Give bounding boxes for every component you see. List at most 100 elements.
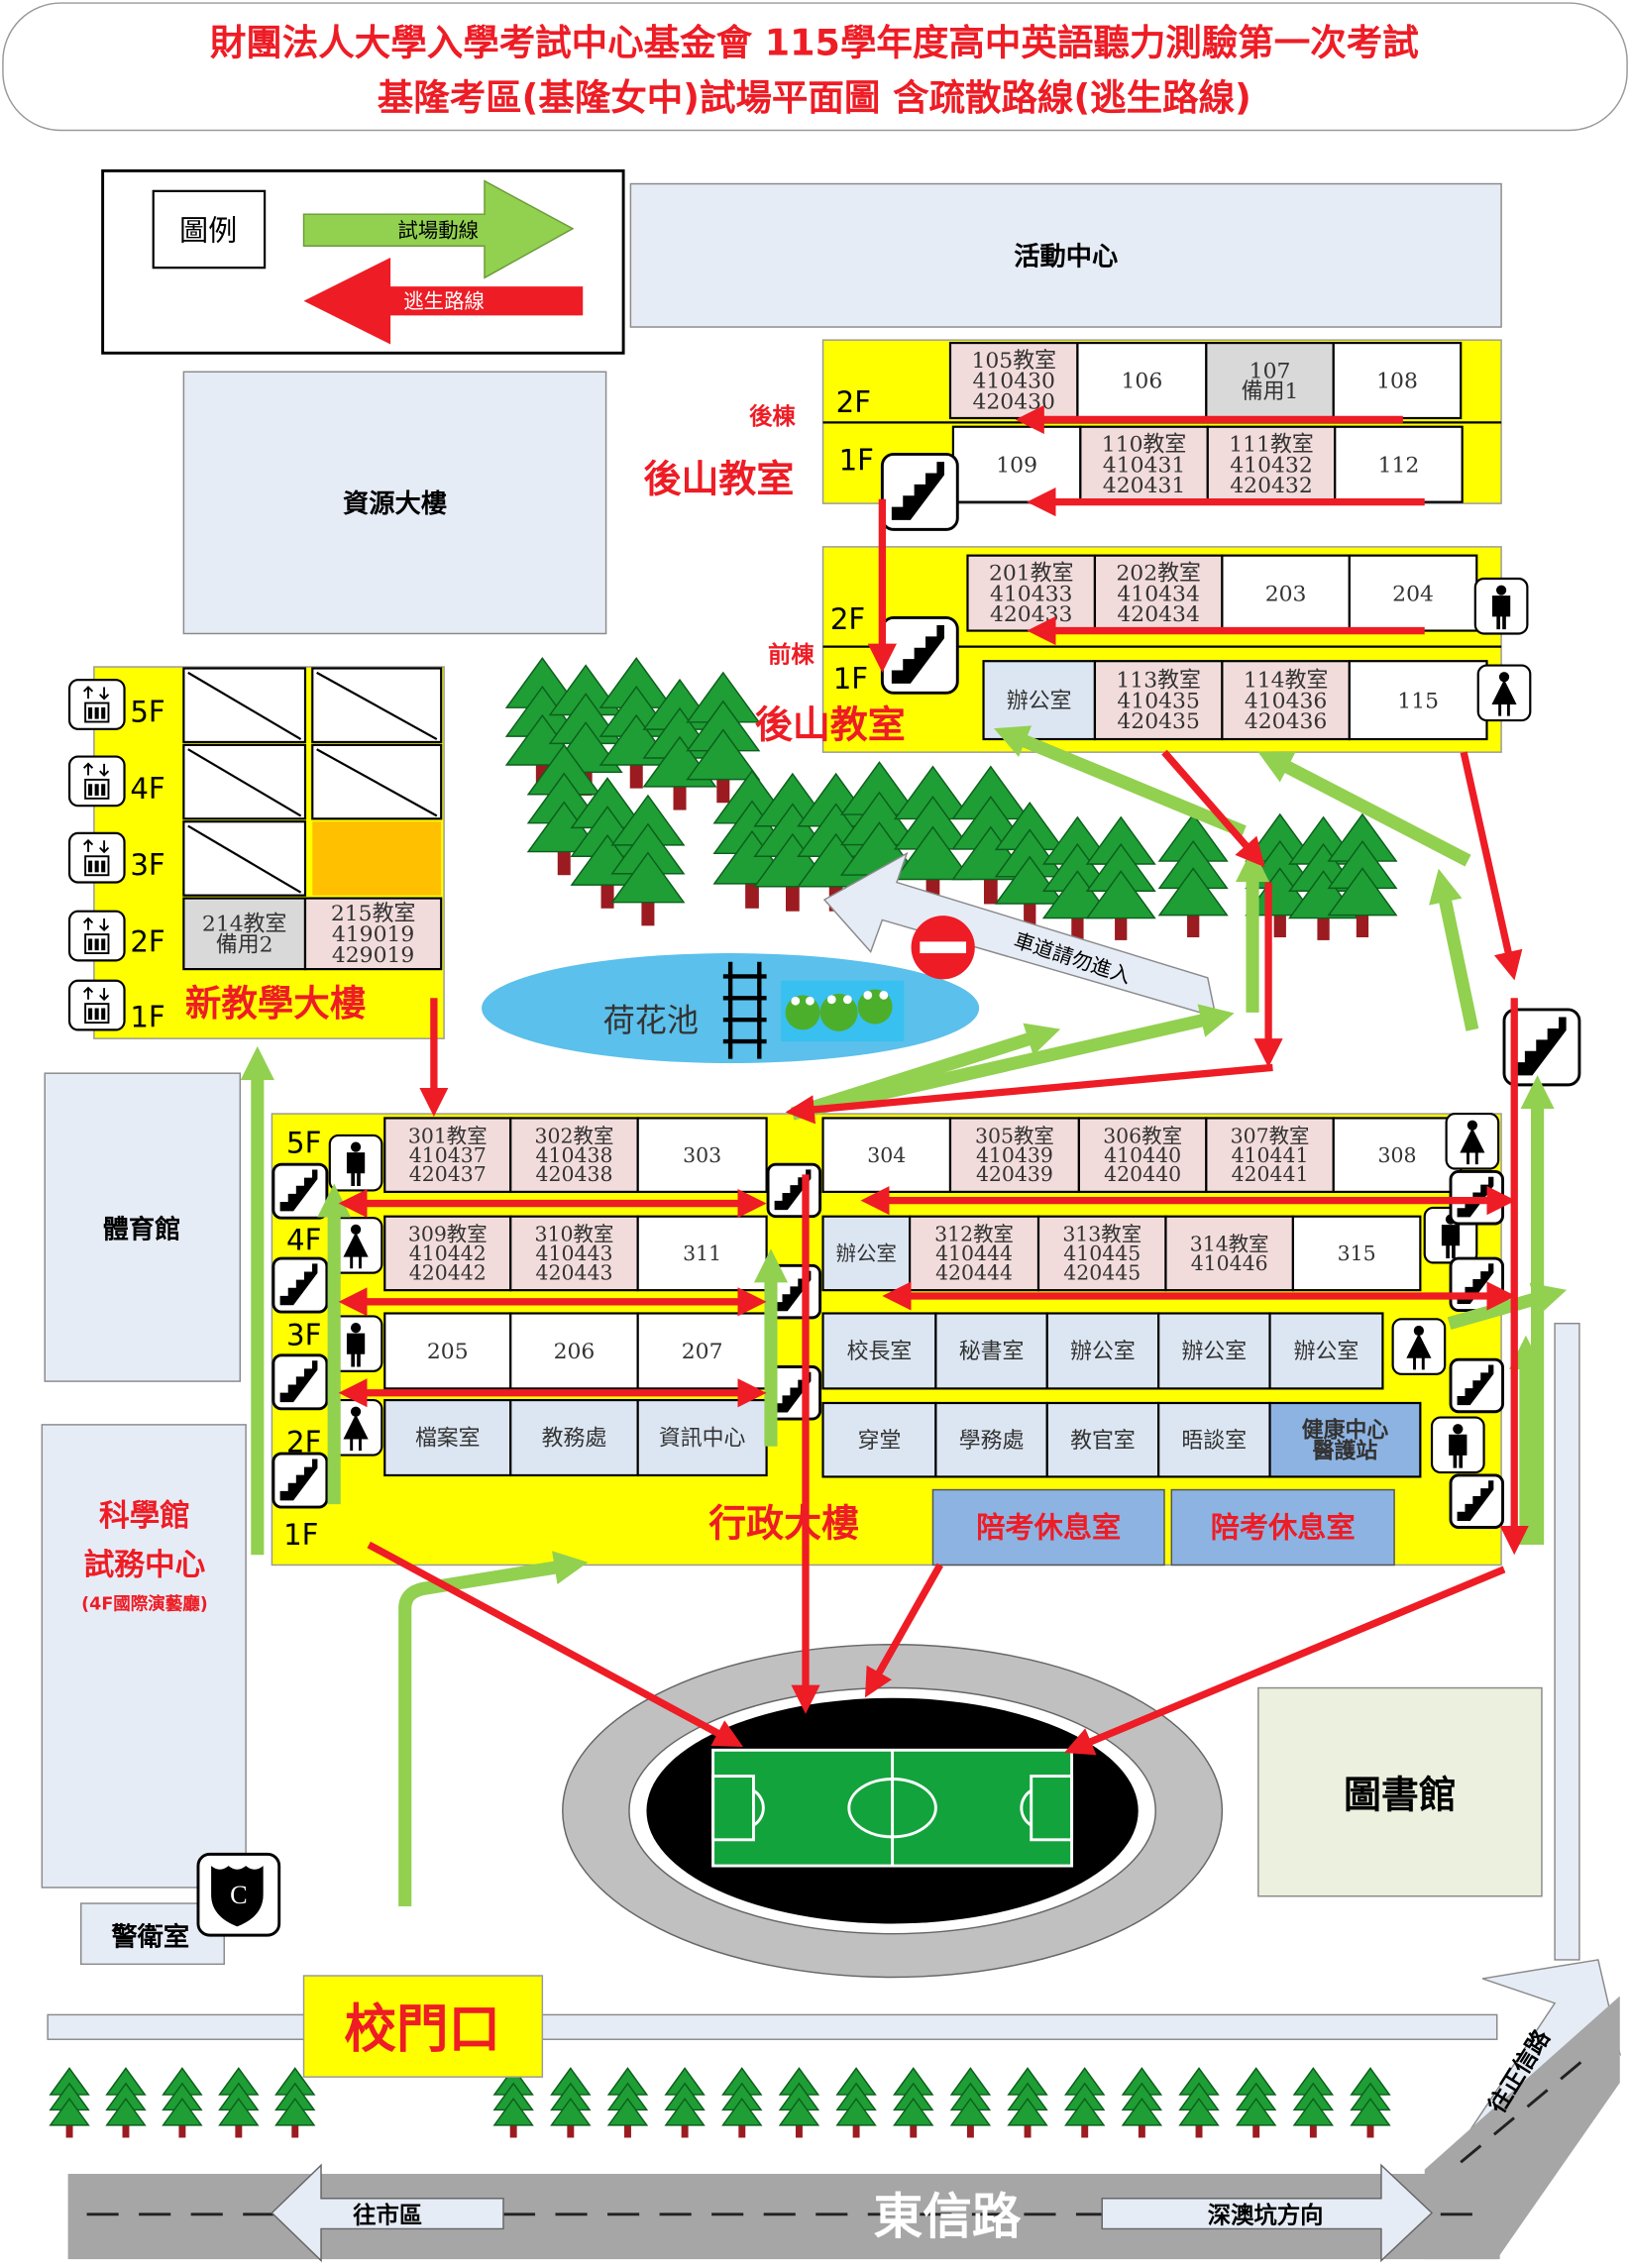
activity-center: 活動中心 — [629, 182, 1502, 328]
lotus-pond-label: 荷花池 — [603, 1002, 699, 1039]
room-label: 410431 — [1103, 453, 1186, 478]
room-label: 410445 — [1063, 1242, 1141, 1265]
room: 203 — [1221, 554, 1351, 632]
guard-room-label: 警衛室 — [111, 1921, 189, 1952]
tree-icon — [1292, 2067, 1335, 2138]
stairs-icon — [272, 1162, 329, 1220]
waiting-room-label: 陪考休息室 — [1211, 1511, 1356, 1545]
room-label: 311 — [683, 1242, 721, 1265]
tree-icon — [778, 2067, 820, 2138]
escape-route-arrow-icon — [303, 257, 584, 345]
room-label: 校長室 — [847, 1340, 913, 1364]
mens-restroom-icon — [328, 1134, 383, 1192]
frogs-icon — [781, 980, 905, 1042]
room: 108 — [1332, 341, 1463, 420]
exam-route-arrow — [791, 1004, 1235, 1121]
room-label: 教務處 — [542, 1427, 607, 1452]
room: 206 — [509, 1312, 639, 1390]
mens-restroom-icon — [1473, 577, 1529, 635]
room-label: 420442 — [409, 1260, 487, 1284]
room-label: 410437 — [409, 1143, 487, 1167]
room: 303 — [636, 1117, 768, 1193]
floor-label-1f: 1F — [833, 662, 868, 696]
elevator-icon — [67, 755, 126, 808]
exam-route-arrow — [1429, 868, 1479, 1031]
to-shenaokeng-arrow: 深澳坑方向 — [1101, 2163, 1434, 2263]
activity-center-label: 活動中心 — [1014, 242, 1118, 271]
escape-route-arrow — [1161, 749, 1265, 868]
room-label: 419019 — [332, 922, 415, 947]
room-label: 410433 — [990, 582, 1073, 606]
room-label: 420437 — [409, 1162, 487, 1186]
library: 圖書館 — [1257, 1686, 1543, 1897]
room-label: 秘書室 — [959, 1340, 1025, 1364]
floor-label-2f: 2F — [830, 602, 865, 636]
room-label: 410443 — [535, 1242, 612, 1265]
tree-icon — [1064, 2067, 1106, 2138]
floor-label: 3F — [130, 848, 164, 882]
room-label: 420434 — [1117, 602, 1200, 627]
room: 資訊中心 — [636, 1398, 768, 1477]
new-building-name: 新教學大樓 — [185, 982, 366, 1025]
lotus-pond: 荷花池 — [482, 953, 980, 1063]
room: 辦公室 — [1045, 1312, 1160, 1390]
resource-building: 資源大樓 — [182, 371, 607, 635]
exam-office-label: 試務中心 — [84, 1548, 206, 1583]
stairs-icon — [1449, 1357, 1505, 1414]
stairs-icon — [766, 1162, 822, 1219]
room: 205 — [383, 1312, 512, 1390]
room-label: 315 — [1338, 1242, 1376, 1265]
room-label: 312教室 — [934, 1223, 1014, 1246]
school-gate-label: 校門口 — [344, 1999, 500, 2060]
room-label: 420432 — [1230, 474, 1313, 498]
room: 311 — [636, 1215, 768, 1292]
tree-icon — [218, 2067, 260, 2138]
room-label: 201教室 — [989, 561, 1074, 586]
tree-icon — [504, 657, 580, 789]
legend-escape-route: 逃生路線 — [403, 289, 485, 313]
guard-room: 警衛室 — [80, 1902, 225, 1966]
library-label: 圖書館 — [1344, 1774, 1457, 1817]
back-building-label: 後棟 — [749, 402, 796, 430]
front-building-name: 後山教室 — [755, 703, 906, 747]
room-label: 202教室 — [1116, 561, 1201, 586]
room-label: 410442 — [409, 1242, 487, 1265]
room-label: 420433 — [990, 602, 1073, 627]
room: 204 — [1348, 554, 1478, 632]
room-label: 308 — [1378, 1143, 1417, 1167]
room-label: 429019 — [332, 943, 415, 968]
legend-exam-route: 試場動線 — [397, 219, 479, 243]
tree-icon — [721, 2067, 763, 2138]
tree-icon — [606, 2067, 649, 2138]
escape-route-arrow — [785, 1063, 1273, 1125]
waiting-room: 陪考休息室 — [931, 1488, 1165, 1566]
elevator-icon — [67, 979, 126, 1031]
room: 辦公室 — [1157, 1312, 1271, 1390]
room-label: 115 — [1397, 689, 1439, 713]
room-label: 410441 — [1232, 1143, 1309, 1167]
room-label: 410432 — [1230, 453, 1313, 478]
exam-office-note: (4F國際演藝廳) — [81, 1594, 208, 1615]
stairs-icon — [1449, 1473, 1505, 1529]
waiting-room: 陪考休息室 — [1170, 1488, 1395, 1566]
tree-icon — [1235, 2067, 1277, 2138]
womens-restroom-icon — [1391, 1318, 1447, 1375]
tree-icon — [1121, 2067, 1163, 2138]
room-label: 410430 — [972, 370, 1055, 394]
legend-heading: 圖例 — [179, 213, 237, 247]
room-label: 309教室 — [408, 1223, 488, 1246]
room — [312, 821, 442, 896]
elevator-icon — [67, 679, 126, 730]
floor-label-1f: 1F — [839, 444, 874, 478]
tree-icon — [105, 2067, 147, 2138]
elevator-icon — [67, 910, 126, 962]
floor-label: 4F — [286, 1223, 321, 1256]
stairs-icon — [272, 1353, 329, 1411]
